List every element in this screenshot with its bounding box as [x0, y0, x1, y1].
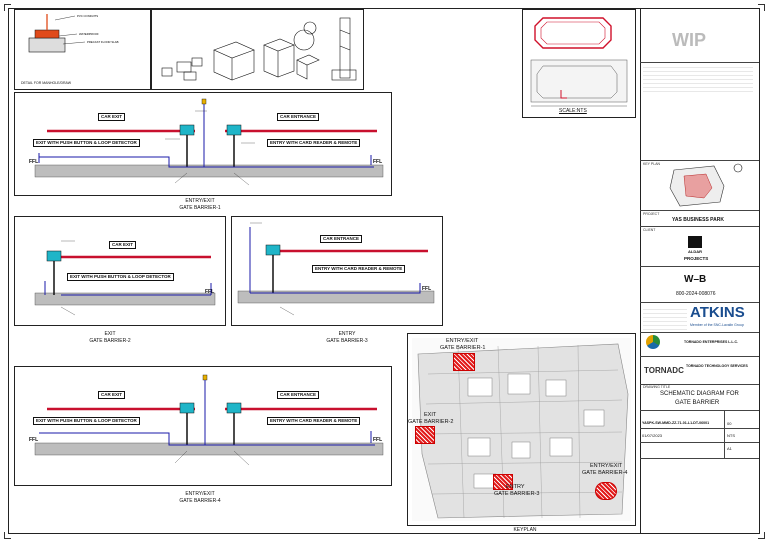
- drawing-scale: NTS: [727, 433, 735, 438]
- b1-exit-desc: EXIT WITH PUSH BUTTON & LOOP DETECTOR: [33, 139, 140, 147]
- scale-detail-panel: SCALE:NTS: [522, 9, 636, 118]
- b4-ffl-left: FFL: [29, 437, 39, 443]
- keyplan-tag-4-l1: ENTRY/EXIT: [590, 463, 623, 469]
- tornado-enterprises: TORNADO ENTERPRISES L.L.C.: [684, 340, 738, 344]
- gate-barrier-4-drawing: [34, 374, 384, 466]
- b2-car-exit-label: CAR EXIT: [109, 241, 137, 249]
- consultant-block: [643, 306, 687, 330]
- sheet-frame: [8, 8, 760, 534]
- b4-car-exit-label: CAR EXIT: [98, 391, 126, 399]
- client-label: CLIENT: [643, 228, 656, 232]
- scale-detail-drawing: [530, 17, 628, 107]
- keyplan-drawing: [412, 338, 631, 521]
- b3-car-entrance-label: CAR ENTRANCE: [320, 235, 362, 243]
- gate-barrier-4-panel: CAR EXIT CAR ENTRANCE EXIT WITH PUSH BUT…: [14, 366, 392, 486]
- keyplan-caption: KEYPLAN: [513, 527, 537, 533]
- client-name: ALDAR: [688, 249, 702, 254]
- gate-barrier-2-panel: CAR EXIT EXIT WITH PUSH BUTTON & LOOP DE…: [14, 216, 226, 326]
- tornado-technology: TORNADO TECHNOLOGY SERVICES: [686, 364, 748, 368]
- b3-entry-desc: ENTRY WITH CARD READER & REMOTE: [312, 265, 406, 273]
- keyplan-marker-1: [453, 353, 475, 371]
- keyplan-tag-2-l1: EXIT: [424, 412, 437, 418]
- b1-ffl-left: FFL: [29, 159, 39, 165]
- detail-panel: PVC CONDUITS WATERPROOF PRECAST FLOOR SL…: [14, 9, 151, 90]
- gate-barrier-3-drawing: [237, 222, 435, 316]
- svg-text:PVC CONDUITS: PVC CONDUITS: [77, 14, 98, 18]
- sheet-size: A1: [727, 446, 732, 451]
- b2-exit-desc: EXIT WITH PUSH BUTTON & LOOP DETECTOR: [67, 273, 174, 281]
- gate-barrier-3-panel: CAR ENTRANCE ENTRY WITH CARD READER & RE…: [231, 216, 443, 326]
- wb-phone: 800-2024-008076: [676, 291, 716, 297]
- wb-logo: W–B: [684, 274, 707, 285]
- mini-keyplan-drawing: [669, 163, 743, 207]
- b4-entry-desc: ENTRY WITH CARD READER & REMOTE: [267, 417, 361, 425]
- keyplan-label: KEY PLAN: [643, 162, 661, 166]
- gate-barrier-2-drawing: [34, 240, 216, 316]
- client-sub: PROJECTS: [684, 256, 709, 261]
- b4-caption-1: ENTRY/EXIT: [185, 491, 215, 497]
- b4-exit-desc: EXIT WITH PUSH BUTTON & LOOP DETECTOR: [33, 417, 140, 425]
- tornado-badge-icon: [646, 335, 660, 349]
- wip-stamp: WIP: [672, 30, 706, 50]
- keyplan-marker-2: [415, 426, 435, 444]
- keyplan-tag-2-l2: GATE BARRIER-2: [408, 419, 454, 425]
- keyplan-tag-3-l2: GATE BARRIER-3: [494, 491, 540, 497]
- b4-caption-2: GATE BARRIER-4: [179, 498, 221, 504]
- b1-caption-2: GATE BARRIER-1: [179, 205, 221, 211]
- b1-caption-1: ENTRY/EXIT: [185, 198, 215, 204]
- drawing-title-1: SCHEMATIC DIAGRAM FOR: [660, 391, 739, 397]
- b3-caption-2: GATE BARRIER-3: [326, 338, 368, 344]
- keyplan-marker-4: [595, 482, 617, 500]
- drawing-title-2: GATE BARRIER: [675, 400, 720, 406]
- notes-block: [643, 64, 753, 94]
- b1-car-entrance-label: CAR ENTRANCE: [277, 113, 319, 121]
- project-name: YAS BUSINESS PARK: [672, 217, 724, 223]
- b3-caption-1: ENTRY: [338, 331, 356, 337]
- title-block: [640, 9, 759, 534]
- drawing-title-label: DRAWING TITLE: [643, 385, 671, 389]
- atkins-logo: ATKINS: [690, 304, 745, 321]
- keyplan-tag-3-l1: ENTRY: [506, 484, 525, 490]
- keyplan-panel: [407, 333, 636, 526]
- aldar-logo-icon: [688, 236, 702, 248]
- b4-car-entrance-label: CAR ENTRANCE: [277, 391, 319, 399]
- revision: 00: [727, 421, 732, 426]
- b1-car-exit-label: CAR EXIT: [98, 113, 126, 121]
- keyplan-tag-1-l1: ENTRY/EXIT: [446, 338, 479, 344]
- issue-date: 01/07/2023: [642, 433, 663, 438]
- gate-barrier-1-panel: CAR EXIT CAR ENTRANCE EXIT WITH PUSH BUT…: [14, 92, 392, 196]
- keyplan-tag-1-l2: GATE BARRIER-1: [440, 345, 486, 351]
- isometric-panel: [151, 9, 364, 90]
- drawing-number: YASPK-SW-MMD-ZZ-71-01-L1-DT-06001: [642, 421, 710, 425]
- detail-title: DETAIL FOR MANHOLE/DRAW: [21, 81, 72, 85]
- b3-ffl: FFL: [422, 286, 432, 292]
- keyplan-tag-4-l2: GATE BARRIER-4: [582, 470, 628, 476]
- tornadc-logo: TORNADC: [644, 366, 684, 375]
- b4-ffl-right: FFL: [373, 437, 383, 443]
- project-label: PROJECT: [643, 212, 660, 216]
- b2-ffl: FFL: [205, 289, 215, 295]
- b2-caption-2: GATE BARRIER-2: [89, 338, 131, 344]
- isometric-details-drawing: [161, 17, 357, 81]
- scale-title: SCALE:NTS: [559, 108, 587, 114]
- b1-ffl-right: FFL: [373, 159, 383, 165]
- manhole-detail-drawing: PVC CONDUITS WATERPROOF PRECAST FLOOR SL…: [28, 14, 119, 53]
- svg-text:PRECAST FLOOR SLAB: PRECAST FLOOR SLAB: [87, 40, 119, 44]
- keyplan-marker-3: [493, 474, 513, 490]
- b1-entry-desc: ENTRY WITH CARD READER & REMOTE: [267, 139, 361, 147]
- atkins-sub: Member of the SNC-Lavalin Group: [690, 323, 744, 327]
- gate-barrier-1-drawing: [34, 98, 384, 186]
- b2-caption-1: EXIT: [104, 331, 116, 337]
- svg-text:WATERPROOF: WATERPROOF: [79, 32, 99, 36]
